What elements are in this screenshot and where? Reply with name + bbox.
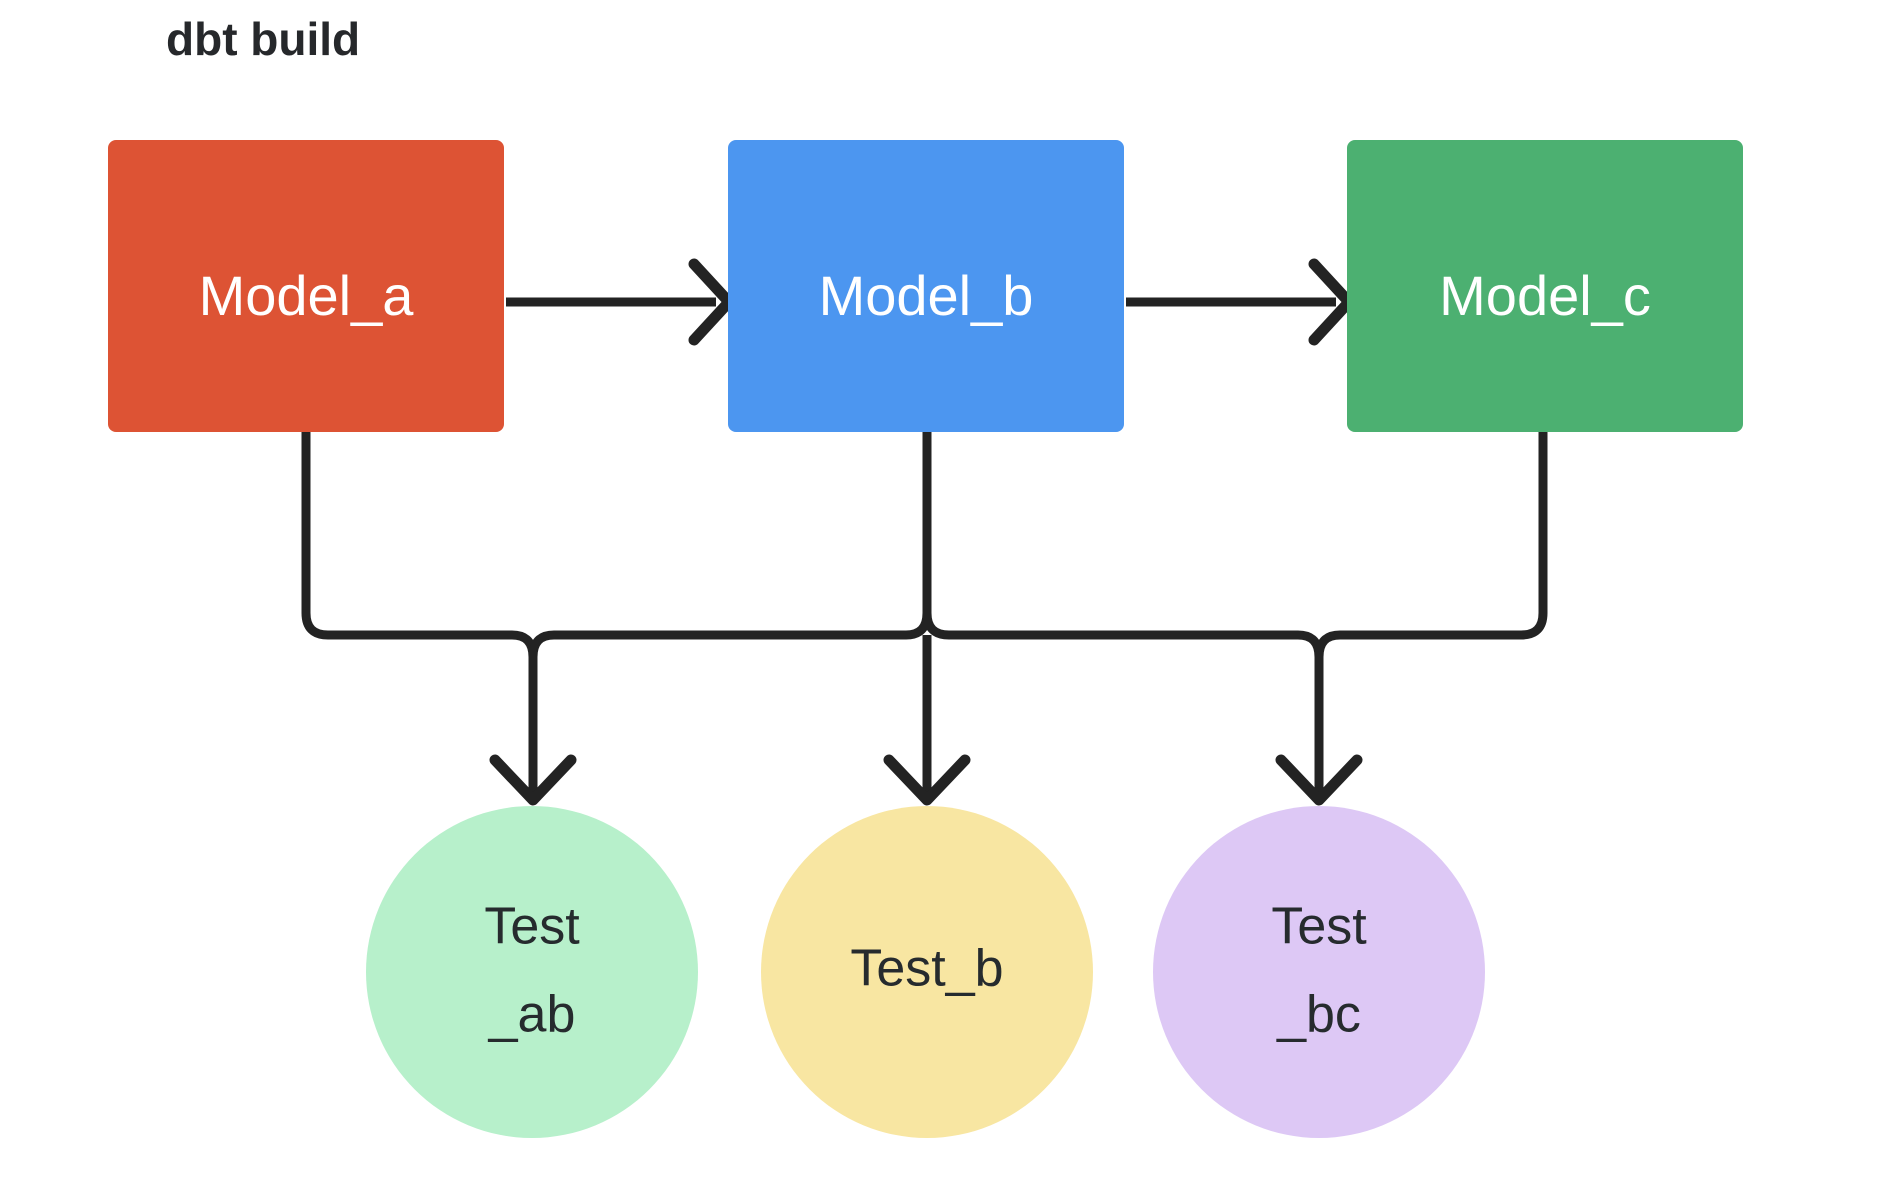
model-node-model-b[interactable]: Model_b: [728, 140, 1124, 432]
test-ab-label-line2: _ab: [488, 986, 576, 1044]
edge-model-a-to-model-b: [506, 258, 735, 346]
model-c-rect[interactable]: [1347, 140, 1743, 432]
test-node-test-bc[interactable]: Test _bc: [1153, 806, 1485, 1138]
test-ab-circle[interactable]: [366, 806, 698, 1138]
arrowhead-test-bc: [1275, 754, 1363, 806]
test-ab-label-line1: Test: [484, 898, 580, 956]
test-node-test-ab[interactable]: Test _ab: [366, 806, 698, 1138]
edge-model-c-to-bus: [1340, 432, 1548, 640]
test-bc-circle[interactable]: [1153, 806, 1485, 1138]
model-a-rect[interactable]: [108, 140, 504, 432]
edge-bus-to-test-bc-join: [1314, 630, 1341, 658]
test-bc-label-line2: _bc: [1276, 986, 1361, 1044]
test-bc-label-line1: Test: [1271, 898, 1367, 956]
page-title: dbt build: [166, 13, 360, 65]
arrowhead-test-b: [883, 754, 971, 806]
edge-model-b-to-model-c: [1126, 258, 1355, 346]
edge-layer: [301, 258, 1548, 806]
test-b-label-line1: Test_b: [850, 940, 1003, 998]
edge-bus-to-test-ab-join: [528, 630, 555, 658]
model-node-model-a[interactable]: Model_a: [108, 140, 504, 432]
arrowhead-test-ab: [489, 754, 577, 806]
model-b-label: Model_b: [819, 264, 1034, 327]
test-node-test-b[interactable]: Test_b: [761, 806, 1093, 1138]
test-b-circle[interactable]: [761, 806, 1093, 1138]
edge-bus-to-test-ab: [511, 630, 538, 792]
model-b-rect[interactable]: [728, 140, 1124, 432]
edge-bus-to-test-bc: [1297, 630, 1324, 792]
model-node-model-c[interactable]: Model_c: [1347, 140, 1743, 432]
edge-model-a-to-bus: [301, 432, 512, 640]
edge-model-b-join-right: [922, 612, 950, 640]
model-a-label: Model_a: [199, 264, 415, 327]
model-c-label: Model_c: [1439, 264, 1651, 327]
